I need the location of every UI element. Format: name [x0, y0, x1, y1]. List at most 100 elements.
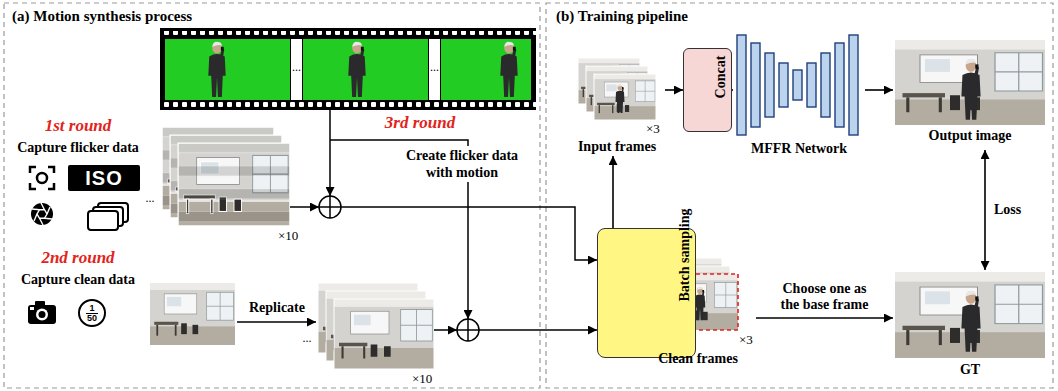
camera-icons-part — [39, 311, 46, 318]
network-layers-part — [765, 53, 774, 117]
camera-icons-part — [28, 305, 56, 324]
panel-title: (b) Training pipeline — [556, 8, 688, 25]
film-strip-part — [429, 39, 440, 100]
edge-label: Choose one as the base frame — [779, 281, 871, 313]
node-text: Output image — [929, 128, 1012, 144]
clean-frames-part — [334, 299, 434, 369]
network-layers-part — [807, 63, 816, 107]
node-text: ×3 — [646, 121, 660, 136]
camera-icons-part-part — [40, 218, 44, 225]
flow-arrow — [984, 150, 986, 270]
panel-border-part — [546, 3, 1053, 388]
flicker-frames-part — [178, 143, 290, 226]
shutter-badge: 150 — [78, 299, 106, 327]
sum-symbol — [319, 196, 479, 341]
camera-icons-part-part — [37, 210, 47, 219]
flow-arrow — [865, 89, 893, 91]
film-strip-part — [165, 39, 290, 100]
network-block: MFFR Network — [733, 30, 865, 160]
network-layers-part — [821, 53, 830, 117]
camera-icons-part-part — [41, 203, 45, 210]
flow-arrow-part — [434, 329, 457, 331]
flow-arrow — [612, 156, 614, 228]
node-text: Concat — [713, 55, 729, 98]
node-text: 50 — [86, 313, 98, 323]
film-strip-part — [291, 39, 302, 100]
image-block: GT — [893, 270, 1047, 386]
clean-frames-right-part — [695, 287, 706, 320]
flow-arrow-part — [479, 329, 597, 331]
sum-symbol-part — [457, 319, 479, 341]
step-label: Capture flicker data — [17, 140, 139, 156]
ellipsis: ... — [292, 61, 301, 73]
node-text: ×3 — [739, 332, 753, 347]
network-layers-part — [849, 35, 858, 135]
network-layers-part — [779, 63, 788, 107]
film-strip-part — [208, 42, 225, 97]
flow-arrow — [665, 89, 683, 91]
network-layers — [737, 35, 858, 135]
round-label: 3rd round — [385, 113, 455, 133]
camera-icons-part-part — [34, 214, 37, 221]
flicker-frames — [162, 127, 290, 226]
film-strip-part — [303, 39, 428, 100]
process-box: Batch sampling — [597, 228, 696, 358]
network-layers-part — [751, 43, 760, 127]
flow-arrow-part — [237, 321, 316, 323]
camera-icons-part — [31, 203, 53, 225]
panel-border — [4, 3, 1053, 388]
network-layers-part — [793, 70, 802, 100]
input-frames-part — [594, 74, 656, 120]
round-label: 1st round — [45, 116, 112, 136]
input-frames — [578, 58, 656, 120]
flow-arrow-part — [341, 207, 597, 260]
output-photo — [895, 40, 1045, 358]
image-block: Output image — [893, 38, 1047, 150]
iso-badge: ISO — [68, 165, 140, 191]
node-text: MFFR Network — [751, 141, 847, 157]
node-text: 1 — [88, 304, 95, 313]
film-strip-part — [160, 28, 536, 110]
round-label: 2nd round — [41, 248, 114, 268]
clean-frames-part — [334, 299, 434, 369]
input-frames-part — [616, 84, 625, 113]
count-label: ×10 — [412, 371, 432, 386]
network-layers-part — [737, 35, 746, 135]
node-text: Clean frames — [658, 351, 738, 367]
panel-border-part — [4, 3, 540, 388]
clean-frames-part — [150, 283, 235, 345]
step-label: Replicate — [249, 300, 305, 316]
camera-icons-part-part — [88, 211, 118, 230]
clean-frames — [150, 283, 434, 369]
camera-icons-part-part — [47, 207, 50, 214]
step-label: Create flicker data with motion — [392, 146, 532, 182]
output-photo-part — [961, 291, 980, 352]
flow-arrow-part — [290, 206, 319, 208]
node-text: Input frames — [578, 139, 656, 155]
sum-symbol-part — [467, 319, 469, 341]
output-photo-part — [895, 272, 1045, 358]
ellipsis: ... — [303, 332, 312, 344]
output-photo-part — [961, 59, 980, 120]
flow-arrow — [237, 110, 597, 330]
camera-icons-part — [30, 307, 34, 310]
flow-arrow — [756, 317, 893, 319]
flow-arrow-part — [329, 110, 331, 196]
camera-icons-part-part — [30, 167, 54, 189]
flicker-frames-part — [178, 143, 290, 226]
node-text: Batch sampling — [677, 208, 693, 301]
sum-symbol-part — [319, 196, 341, 218]
node-text: ISO — [85, 167, 122, 189]
ellipsis: ... — [430, 61, 439, 73]
output-photo-part — [895, 40, 1045, 125]
input-frames-part — [594, 74, 656, 120]
flicker-frames-part — [178, 143, 290, 222]
edge-label: Loss — [994, 202, 1021, 218]
panel-title: (a) Motion synthesis process — [12, 8, 192, 25]
camera-icons-part — [36, 309, 48, 321]
film-strip-part — [441, 39, 531, 100]
camera-icons-part — [88, 203, 128, 230]
camera-icons-part-part — [45, 218, 53, 220]
